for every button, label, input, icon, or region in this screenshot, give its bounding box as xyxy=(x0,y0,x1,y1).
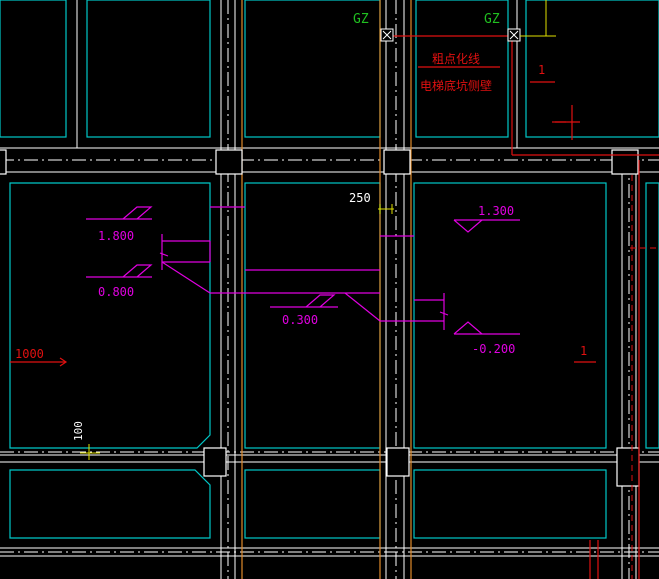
slab-mid-right xyxy=(413,182,607,449)
slab-outlines xyxy=(0,0,659,539)
slab-mid-edge xyxy=(645,182,659,449)
columns xyxy=(0,149,640,487)
yellow-dim-marks xyxy=(80,0,556,460)
dim-250-label: 250 xyxy=(349,191,371,205)
elevation-1800: 1.800 xyxy=(98,229,134,243)
elevation-neg0200: -0.200 xyxy=(472,342,515,356)
elevation-0300: 0.300 xyxy=(282,313,318,327)
slab-bot-left xyxy=(9,469,211,539)
red-dashed-annotations xyxy=(630,175,659,579)
slab-mid-left xyxy=(9,182,211,449)
elev-triangle-2 xyxy=(122,264,153,278)
elevation-0800: 0.800 xyxy=(98,285,134,299)
dim-1000-label: 1000 xyxy=(15,347,44,361)
axis-lines xyxy=(241,0,412,579)
column-5 xyxy=(386,447,410,477)
elev-triangle-5 xyxy=(453,321,483,335)
section-marker-mid: 1 xyxy=(580,344,587,358)
dim-100-label: 100 xyxy=(72,421,85,441)
note-line-2: 电梯底坑侧壁 xyxy=(420,78,492,93)
column-edge xyxy=(0,149,7,175)
elev-triangle-1 xyxy=(122,206,153,220)
slab-top-center-left xyxy=(86,0,211,138)
column-3 xyxy=(611,149,639,175)
column-2 xyxy=(383,149,411,175)
column-6 xyxy=(616,447,640,487)
slab-top-center-right xyxy=(415,0,509,138)
elev-triangle-4 xyxy=(453,219,483,233)
gz-label-right: GZ xyxy=(484,12,500,27)
slab-top-left xyxy=(0,0,67,138)
gz-markers xyxy=(380,28,521,42)
note-line-1: 粗点化线 xyxy=(432,52,480,66)
section-marker-top: 1 xyxy=(538,63,545,77)
column-1 xyxy=(215,149,243,175)
slab-bot-center xyxy=(244,469,381,539)
slab-top-right xyxy=(525,0,659,138)
elevation-1300: 1.300 xyxy=(478,204,514,218)
column-4 xyxy=(203,447,227,477)
elevation-lines xyxy=(86,206,520,335)
gz-label-left: GZ xyxy=(353,12,369,27)
slab-bot-right xyxy=(413,469,607,539)
red-annotations xyxy=(10,35,659,579)
elev-triangle-3 xyxy=(305,294,336,308)
